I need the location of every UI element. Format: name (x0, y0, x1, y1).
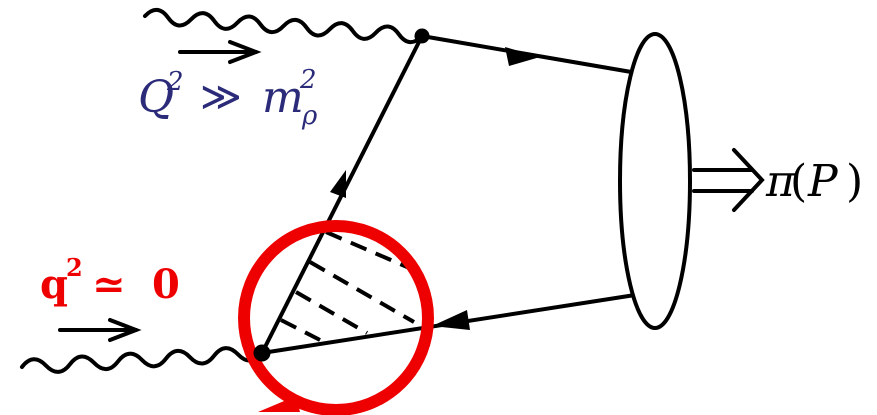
lower-photon-line (20, 346, 264, 374)
pion-output-arrow-icon (692, 148, 765, 212)
mass-exponent: 2 (299, 65, 317, 95)
vertex-upper (414, 28, 430, 44)
close-paren: ) (846, 156, 863, 207)
quark-arrow-top-icon (505, 47, 540, 66)
upper-photon-line (143, 7, 424, 45)
mass-subscript: ρ (301, 101, 318, 131)
highlight-circle (238, 220, 434, 415)
q-small-exponent: 2 (66, 253, 83, 282)
pion-label: π ( P ) (765, 156, 863, 207)
real-photon-label: q 2 ≃ 0 (40, 253, 180, 308)
q-exponent: 2 (166, 67, 184, 97)
zero-value: 0 (152, 261, 180, 308)
much-greater-symbol: ≫ (200, 74, 242, 120)
lower-momentum-arrow-icon (58, 318, 142, 342)
gluon-dashed-lines (280, 230, 415, 342)
q-symbol: Q (138, 72, 174, 123)
quark-arrow-bottom-icon (432, 310, 470, 330)
upper-momentum-arrow-icon (178, 40, 262, 64)
highlight-arrow-icon (258, 396, 300, 412)
vertex-lower (253, 344, 271, 362)
momentum-symbol: P (807, 156, 839, 207)
open-paren: ( (790, 156, 807, 207)
virtual-photon-label: Q 2 ≫ m 2 ρ (138, 65, 318, 131)
approx-symbol: ≃ (92, 261, 126, 308)
pion-blob (618, 32, 692, 330)
mass-symbol: m (262, 72, 304, 123)
quark-arrow-diagonal-icon (330, 170, 346, 198)
q-small-symbol: q (40, 261, 68, 308)
pi-symbol: π (765, 156, 796, 207)
